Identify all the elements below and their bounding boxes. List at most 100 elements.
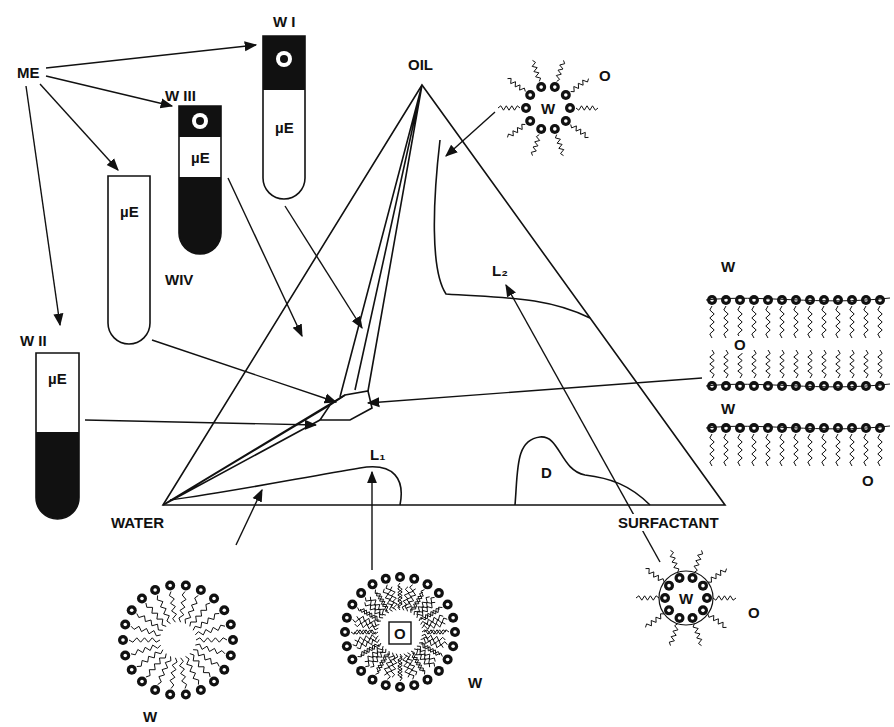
head-group	[450, 627, 460, 637]
tail-chain	[370, 649, 386, 667]
head-group	[448, 613, 458, 623]
head-dot	[451, 616, 455, 620]
head-dot	[678, 576, 682, 580]
head-group	[525, 116, 535, 126]
tail-chain	[508, 78, 526, 91]
tail-chain	[878, 306, 882, 338]
head-dot	[437, 591, 441, 595]
head-dot	[222, 608, 226, 612]
tail-chain	[669, 624, 678, 646]
head-group	[356, 666, 366, 676]
head-group	[127, 665, 137, 675]
head-dot	[705, 596, 709, 600]
droplet-symbol	[192, 113, 208, 129]
head-dot	[345, 616, 349, 620]
tail-chain	[556, 60, 564, 81]
head-group	[847, 423, 857, 433]
tail-chain	[864, 434, 868, 466]
tail-chain	[498, 106, 520, 110]
head-dot	[528, 119, 532, 123]
tube-heading: W I	[273, 13, 296, 30]
head-group	[368, 675, 378, 685]
droplet-core	[280, 55, 288, 63]
head-dot	[168, 584, 172, 588]
tail-chain	[391, 654, 398, 678]
head-group	[777, 295, 787, 305]
head-dot	[371, 583, 375, 587]
head-dot	[780, 298, 784, 302]
tail-chain	[195, 644, 225, 654]
phase-layer	[262, 35, 306, 90]
head-group	[777, 381, 787, 391]
tail-chain	[693, 624, 702, 646]
phase-label: O	[746, 604, 762, 621]
head-group	[347, 600, 357, 610]
head-group	[875, 381, 885, 391]
head-group	[381, 680, 391, 690]
head-group	[675, 613, 685, 623]
tail-chain	[794, 350, 798, 378]
tail-chain	[390, 587, 397, 611]
head-group	[368, 579, 378, 589]
tail-chain	[710, 350, 714, 378]
head-group	[150, 685, 160, 695]
head-group	[721, 423, 731, 433]
tail-chain	[766, 306, 770, 338]
head-dot	[451, 644, 455, 648]
tail-chain	[636, 596, 659, 600]
tail-chain	[129, 638, 160, 642]
head-dot	[437, 669, 441, 673]
phase-label: L₁	[368, 446, 387, 463]
head-dot	[528, 93, 532, 97]
head-group	[660, 593, 670, 603]
phase-label: O	[392, 625, 408, 642]
head-dot	[446, 658, 450, 662]
tail-chain	[752, 350, 756, 378]
tube-heading: W II	[20, 332, 47, 349]
head-dot	[384, 577, 388, 581]
head-group	[181, 581, 191, 591]
head-group	[525, 90, 535, 100]
oil-core	[389, 622, 411, 644]
head-dot	[231, 638, 235, 642]
head-dot	[780, 426, 784, 430]
tail-chain	[398, 586, 402, 610]
head-group	[443, 655, 453, 665]
head-group	[448, 641, 458, 651]
head-dot	[553, 127, 557, 131]
head-group	[702, 593, 712, 603]
tail-chain	[179, 592, 186, 623]
head-group	[561, 116, 571, 126]
tail-chain	[708, 614, 727, 628]
head-group	[340, 627, 350, 637]
tail-chain	[555, 135, 563, 156]
head-group	[550, 124, 560, 134]
tail-chain	[646, 569, 665, 583]
tail-chain	[146, 603, 166, 626]
phase-label: ME	[15, 64, 42, 81]
tail-chain	[670, 550, 679, 572]
tail-chain	[398, 654, 402, 678]
tail-chain	[780, 350, 784, 378]
tail-chain	[794, 434, 798, 466]
head-group	[777, 423, 787, 433]
tube-border	[108, 176, 150, 344]
head-group	[228, 635, 238, 645]
head-dot	[184, 584, 188, 588]
head-group	[196, 685, 206, 695]
head-dot	[691, 576, 695, 580]
head-dot	[568, 106, 572, 110]
tail-chain	[403, 654, 410, 678]
tail-chain	[196, 638, 227, 642]
head-group	[664, 581, 674, 591]
head-dot	[822, 298, 826, 302]
head-dot	[850, 384, 854, 388]
tail-chain	[131, 645, 161, 655]
head-group	[423, 579, 433, 589]
head-dot	[140, 597, 144, 601]
head-group	[819, 295, 829, 305]
tail-chain	[571, 79, 589, 92]
head-group	[395, 572, 405, 582]
tail-chain	[710, 434, 714, 466]
phase-label: W	[141, 708, 159, 725]
